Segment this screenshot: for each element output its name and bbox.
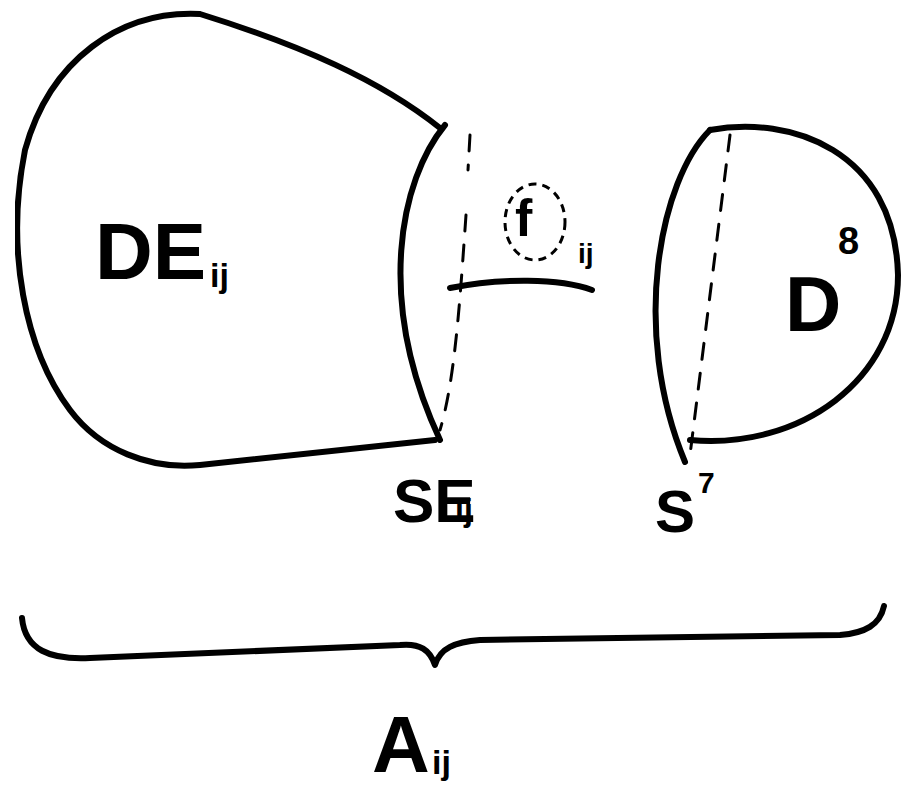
math-label: A bbox=[372, 705, 430, 785]
space-name: D bbox=[785, 265, 841, 343]
index-script: 8 bbox=[838, 222, 859, 260]
outline-stroke bbox=[17, 14, 440, 466]
brace bbox=[22, 606, 884, 665]
map-line bbox=[450, 281, 592, 290]
ball-region: D8 bbox=[635, 120, 907, 472]
index-script: ij bbox=[432, 745, 451, 779]
index-script: ij bbox=[455, 494, 473, 526]
hidden-edge bbox=[440, 135, 470, 430]
blob-region: DEij bbox=[15, 10, 475, 475]
outline bbox=[635, 120, 907, 472]
hidden-edge bbox=[690, 135, 730, 455]
outline-stroke bbox=[656, 130, 710, 462]
dashed-circle bbox=[505, 184, 565, 260]
index-script: 7 bbox=[698, 468, 715, 498]
outline-stroke bbox=[690, 127, 898, 441]
space-name: DE bbox=[95, 212, 206, 292]
math-label: f bbox=[515, 192, 532, 244]
index-script: ij bbox=[210, 258, 229, 292]
outline bbox=[15, 10, 475, 475]
outline-stroke bbox=[401, 125, 445, 440]
index-script: ij bbox=[578, 240, 594, 268]
math-label: S bbox=[655, 482, 695, 542]
